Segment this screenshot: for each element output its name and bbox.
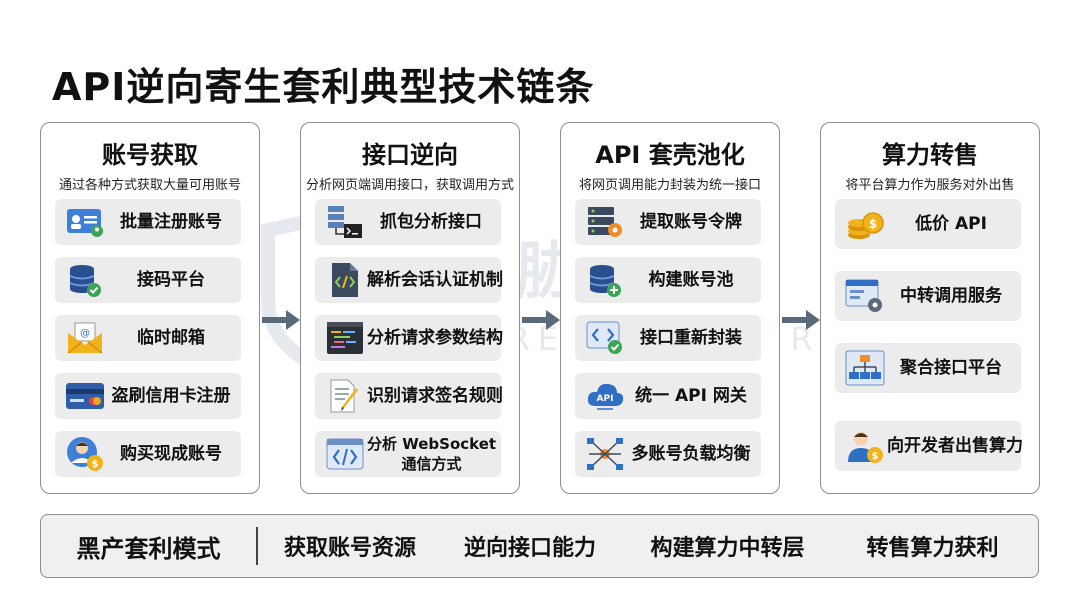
column-title: 算力转售 [882, 141, 978, 169]
step-label-line1: 分析 WebSocket [367, 435, 497, 453]
hierarchy-icon [843, 348, 887, 388]
step-label: 购买现成账号 [120, 444, 222, 464]
load-balance-icon [583, 434, 627, 474]
step-item: $ 购买现成账号 [55, 431, 241, 477]
step-item: 分析 WebSocket 通信方式 [315, 431, 501, 477]
svg-text:API: API [597, 394, 614, 404]
code-window-icon [323, 434, 367, 474]
step-label: 解析会话认证机制 [367, 270, 503, 290]
summary-step: 转售算力获利 [866, 536, 999, 561]
step-item: 识别请求签名规则 [315, 373, 503, 419]
column-account-acquisition: 账号获取 通过各种方式获取大量可用账号 批量注册账号 接码平台 @ 临时邮箱 盗… [40, 122, 260, 494]
server-gear-icon [583, 202, 627, 242]
step-label-line2: 通信方式 [401, 455, 462, 473]
step-label: 构建账号池 [648, 270, 734, 290]
server-terminal-icon [323, 202, 367, 242]
column-api-wrapping-pool: API 套壳池化 将网页调用能力封装为统一接口 提取账号令牌 构建账号池 接口重… [560, 122, 780, 494]
column-title: API 套壳池化 [595, 141, 745, 169]
summary-step: 逆向接口能力 [463, 536, 596, 561]
step-item: 接口重新封装 [575, 315, 761, 361]
summary-step: 构建算力中转层 [650, 536, 805, 561]
summary-bar: 黑产套利模式 获取账号资源 逆向接口能力 构建算力中转层 转售算力获利 [40, 514, 1039, 578]
step-label: 批量注册账号 [120, 212, 222, 232]
column-subtitle: 分析网页端调用接口，获取调用方式 [305, 178, 514, 193]
step-item: 盗刷信用卡注册 [55, 373, 241, 419]
database-check-icon [63, 260, 107, 300]
column-title: 接口逆向 [362, 141, 458, 169]
database-plus-icon [583, 260, 627, 300]
summary-title: 黑产套利模式 [76, 534, 221, 563]
column-subtitle: 将平台算力作为服务对外出售 [845, 178, 1015, 193]
step-item: 聚合接口平台 [835, 343, 1021, 393]
step-item: 解析会话认证机制 [315, 257, 503, 303]
svg-text:$: $ [869, 217, 877, 231]
arrow-right-icon [522, 310, 560, 330]
step-item: 分析请求参数结构 [315, 315, 503, 361]
step-label: 统一 API 网关 [635, 386, 747, 406]
arrow-right-icon [782, 310, 820, 330]
step-item: 构建账号池 [575, 257, 761, 303]
arrow-right-icon [262, 310, 300, 330]
browser-gear-icon [843, 276, 887, 316]
code-file-icon [323, 260, 367, 300]
developer-coin-icon: $ [843, 426, 887, 466]
step-label: 接码平台 [137, 270, 205, 290]
envelope-icon: @ [63, 318, 107, 358]
step-item: 多账号负载均衡 [575, 431, 761, 477]
step-label: 低价 API [915, 214, 987, 234]
step-label: 中转调用服务 [900, 286, 1002, 306]
column-subtitle: 将网页调用能力封装为统一接口 [578, 178, 761, 193]
step-item: $ 向开发者出售算力 [835, 421, 1023, 471]
step-label: 提取账号令牌 [640, 212, 742, 232]
step-item: 中转调用服务 [835, 271, 1021, 321]
user-coin-icon: $ [63, 434, 107, 474]
step-label: 盗刷信用卡注册 [111, 386, 231, 406]
step-label: 识别请求签名规则 [367, 386, 503, 406]
step-label: 分析请求参数结构 [367, 328, 503, 348]
step-item: $ 低价 API [835, 199, 1021, 249]
step-item: API 统一 API 网关 [575, 373, 761, 419]
column-subtitle: 通过各种方式获取大量可用账号 [58, 178, 241, 193]
step-label: 分析 WebSocket 通信方式 [367, 434, 502, 474]
step-label: 聚合接口平台 [900, 358, 1002, 378]
coins-icon: $ [843, 204, 887, 244]
page-title: API逆向寄生套利典型技术链条 [52, 65, 595, 109]
summary-step: 获取账号资源 [283, 536, 416, 561]
credit-card-icon [63, 376, 107, 416]
step-label: 多账号负载均衡 [631, 444, 751, 464]
column-title: 账号获取 [102, 141, 198, 169]
step-label: 向开发者出售算力 [887, 436, 1023, 456]
column-interface-reverse: 接口逆向 分析网页端调用接口，获取调用方式 抓包分析接口 解析会话认证机制 分析… [300, 122, 520, 494]
step-item: 抓包分析接口 [315, 199, 501, 245]
svg-text:@: @ [80, 328, 90, 339]
cloud-api-icon: API [583, 376, 627, 416]
step-item: 接码平台 [55, 257, 241, 303]
svg-text:$: $ [872, 451, 879, 462]
code-editor-icon [323, 318, 367, 358]
step-label: 接口重新封装 [640, 328, 742, 348]
code-check-icon [583, 318, 627, 358]
column-compute-resale: 算力转售 将平台算力作为服务对外出售 $ 低价 API 中转调用服务 聚合接口平… [820, 122, 1040, 494]
svg-text:$: $ [92, 459, 99, 470]
step-item: 提取账号令牌 [575, 199, 761, 245]
step-item: @ 临时邮箱 [55, 315, 241, 361]
step-item: 批量注册账号 [55, 199, 241, 245]
summary-divider [256, 527, 258, 565]
step-label: 临时邮箱 [137, 328, 205, 348]
id-card-icon [63, 202, 107, 242]
document-pen-icon [323, 376, 367, 416]
step-label: 抓包分析接口 [380, 212, 482, 232]
